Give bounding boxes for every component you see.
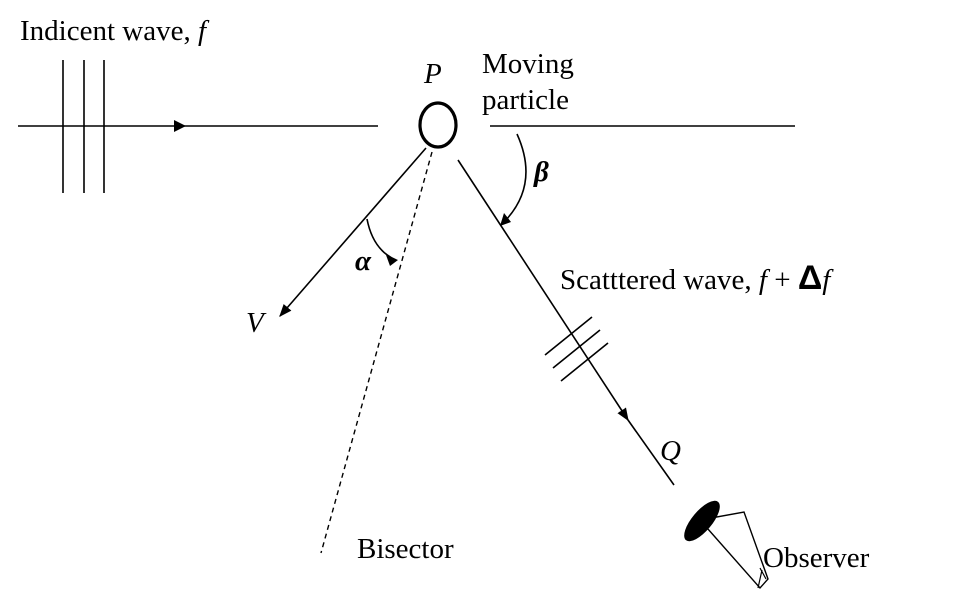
beta-angle-arc — [503, 133, 527, 223]
beta-label: β — [533, 156, 549, 188]
alpha-arrowhead — [386, 255, 398, 266]
bisector-label: Bisector — [357, 533, 454, 565]
scattered-ray-tail — [627, 419, 675, 486]
point-p-label: P — [423, 58, 442, 90]
moving-particle — [418, 101, 458, 149]
observer-eye-icon — [684, 500, 769, 590]
scattered-wave-label: Scatttered wave, f + Δf — [560, 259, 834, 297]
velocity-ray — [279, 147, 427, 317]
bisector-line — [320, 151, 433, 554]
scattered-ray — [457, 159, 629, 422]
scattered-wavefronts — [544, 316, 609, 382]
alpha-label: α — [355, 245, 372, 277]
alpha-angle-arc — [366, 218, 397, 261]
moving-particle-label-line2: particle — [482, 84, 569, 116]
velocity-label: V — [246, 307, 267, 339]
point-q-label: Q — [660, 435, 681, 467]
incident-arrowhead — [174, 120, 186, 132]
observer-label: Observer — [763, 542, 870, 574]
incident-wave-label: Indicent wave, f — [20, 15, 210, 47]
beta-arrowhead — [500, 213, 511, 226]
moving-particle-label-line1: Moving — [482, 48, 574, 80]
